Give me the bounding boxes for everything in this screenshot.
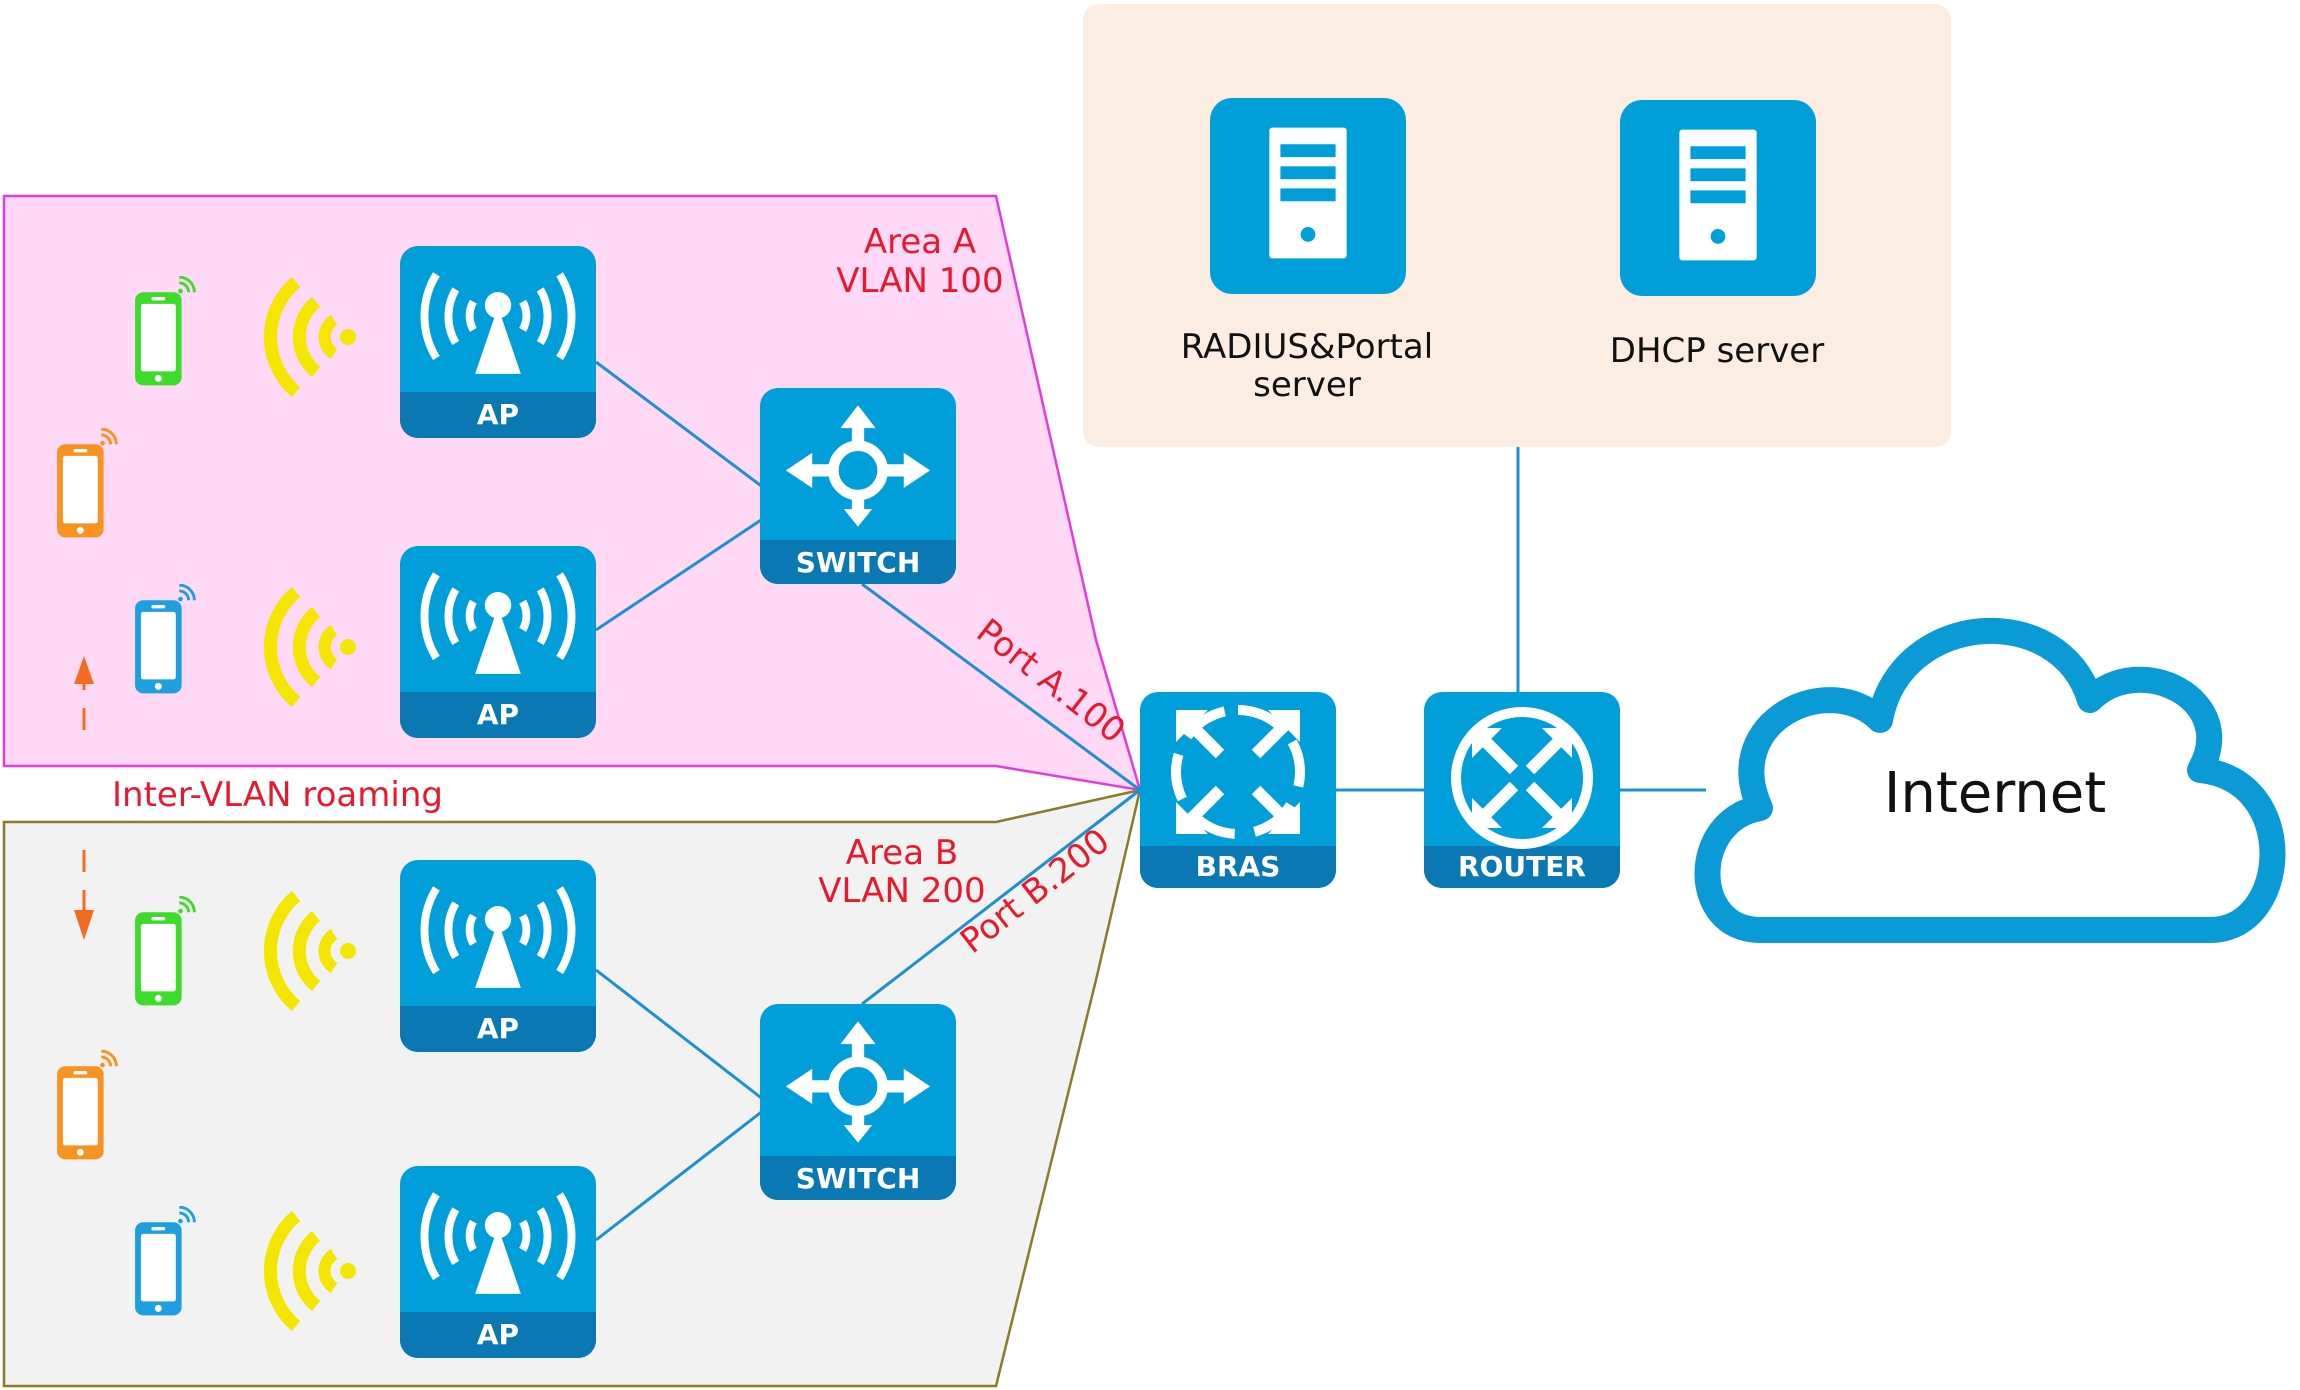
ap-label: AP xyxy=(477,698,519,731)
switch-label: SWITCH xyxy=(796,1162,921,1195)
link-switch-a-bras xyxy=(861,582,1141,792)
radius-server-label-line2: server xyxy=(1253,365,1361,405)
ap-label: AP xyxy=(477,398,519,431)
switch-device-b: SWITCH xyxy=(760,1004,956,1200)
ap-device-2: AP xyxy=(400,546,596,738)
radius-server-label-line1: RADIUS&Portal xyxy=(1181,327,1433,367)
ap-device-1: AP xyxy=(400,246,596,438)
bras-label: BRAS xyxy=(1196,850,1281,883)
link-ap1-switch-a xyxy=(595,360,765,490)
area-a-name: Area A xyxy=(864,222,976,262)
link-ap4-switch-b xyxy=(595,1108,765,1242)
area-b-region xyxy=(2,788,1142,1388)
radius-server-device xyxy=(1210,98,1406,294)
dhcp-server-label: DHCP server xyxy=(1610,331,1824,371)
area-a-vlan: VLAN 100 xyxy=(836,261,1003,301)
router-device: ROUTER xyxy=(1424,692,1620,888)
switch-device-a: SWITCH xyxy=(760,388,956,584)
ap-device-3: AP xyxy=(400,860,596,1052)
switch-label: SWITCH xyxy=(796,546,921,579)
router-label: ROUTER xyxy=(1458,850,1586,883)
dhcp-server-device xyxy=(1620,100,1816,296)
bras-device: BRAS xyxy=(1140,692,1336,888)
roaming-arrow xyxy=(74,656,94,940)
roaming-label: Inter-VLAN roaming xyxy=(112,775,443,815)
link-ap2-switch-a xyxy=(595,516,765,632)
ap-label: AP xyxy=(477,1012,519,1045)
internet-cloud-icon xyxy=(1694,617,2286,943)
internet-label: Internet xyxy=(1884,761,2106,826)
ap-device-4: AP xyxy=(400,1166,596,1358)
area-b-vlan: VLAN 200 xyxy=(818,871,985,911)
ap-label: AP xyxy=(477,1318,519,1351)
area-b-name: Area B xyxy=(846,833,958,873)
link-switch-b-bras xyxy=(861,788,1141,1006)
link-ap3-switch-b xyxy=(595,968,765,1102)
links xyxy=(595,360,1706,1242)
